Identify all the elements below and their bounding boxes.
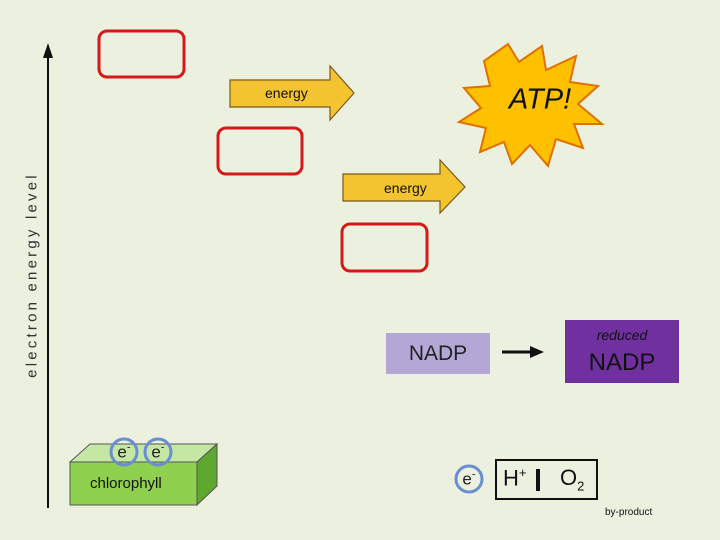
chlorophyll-label: chlorophyll (90, 475, 162, 492)
reduced-nadp-label: NADP (588, 349, 656, 376)
axis-arrowhead (43, 43, 53, 58)
atp-label: ATP! (508, 83, 572, 116)
energy-level-box-lower (340, 222, 429, 273)
reduced-nadp-box: reduced NADP (565, 320, 679, 383)
nadp-box: NADP (386, 333, 490, 374)
byproduct-electron (454, 464, 484, 494)
chlorophyll-electron-1 (109, 437, 139, 467)
axis-label: electron energy level (23, 172, 41, 378)
water-split-bar (536, 469, 540, 491)
energy-arrow-upper (229, 64, 355, 122)
chlorophyll-block-front (69, 461, 198, 506)
chlorophyll-electron-2 (143, 437, 173, 467)
energy-level-box-top (97, 29, 186, 79)
chlorophyll-electron-2-text: e- (151, 441, 165, 462)
byproduct-electron-text: e- (462, 468, 476, 489)
byproduct-box (495, 459, 598, 500)
energy-label-upper: energy (265, 85, 308, 101)
atp-burst (456, 42, 605, 169)
energy-level-box-middle (216, 126, 304, 176)
nadp-label: NADP (408, 341, 468, 365)
oxygen-label: O2 (560, 465, 585, 494)
proton-label: H+ (503, 465, 527, 491)
nadp-reaction-arrowhead (530, 346, 544, 358)
chlorophyll-electron-1-text: e- (117, 441, 131, 462)
energy-arrow-lower (342, 158, 466, 215)
energy-label-lower: energy (384, 180, 427, 196)
chlorophyll-block-top (68, 443, 219, 463)
byproduct-caption: by-product (605, 507, 653, 518)
reduced-caption: reduced (596, 327, 648, 343)
